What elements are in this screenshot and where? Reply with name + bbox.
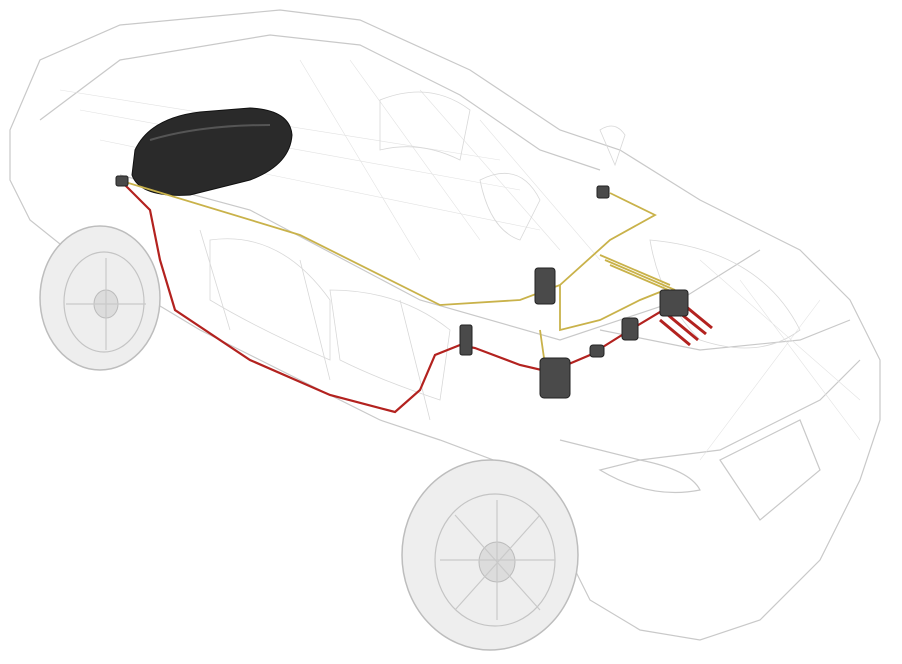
electrical-line — [124, 181, 681, 366]
injector-lines — [659, 303, 713, 347]
lpg-tank — [131, 107, 293, 196]
gas-filter — [589, 344, 605, 358]
solenoid-valve — [459, 324, 473, 356]
map-sensor — [621, 317, 639, 341]
front-wheel — [401, 459, 579, 651]
injector-rail — [659, 289, 689, 317]
gas-line — [121, 181, 681, 414]
car-body-wireframe — [9, 9, 881, 641]
rear-wheel — [39, 225, 161, 371]
ecu-module — [534, 267, 556, 305]
reducer-vaporizer — [539, 357, 571, 399]
tank-valve — [115, 175, 129, 187]
lpg-components — [115, 175, 689, 399]
switch-indicator — [596, 185, 610, 199]
